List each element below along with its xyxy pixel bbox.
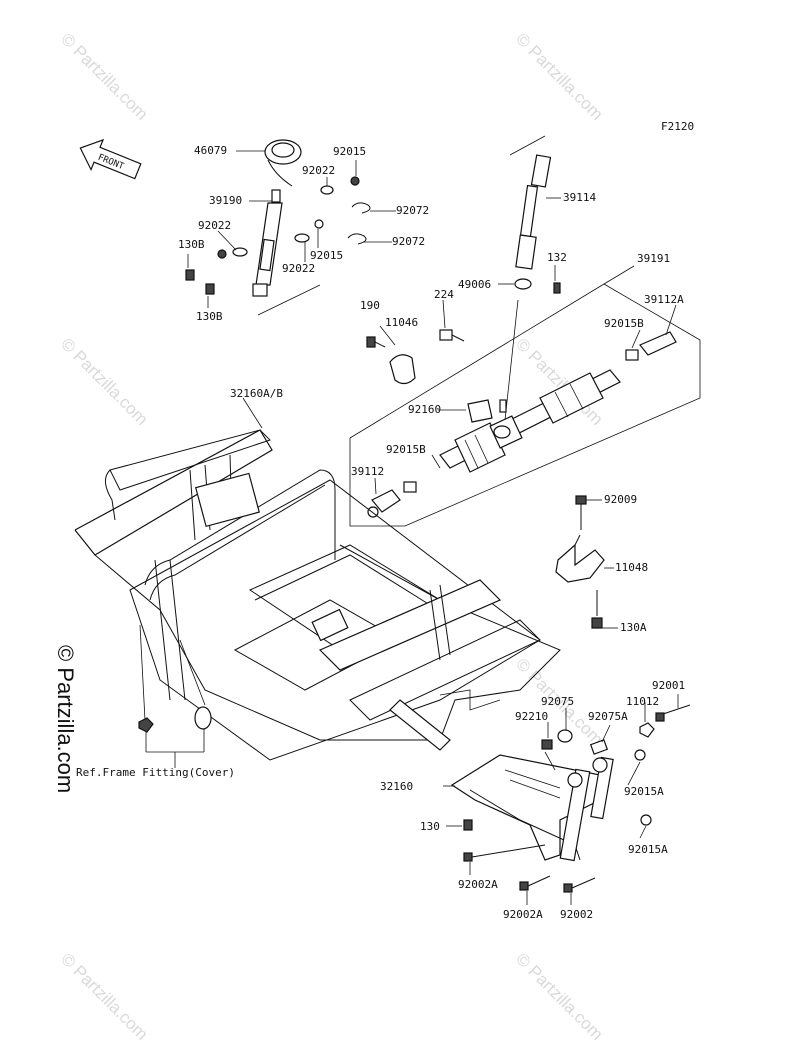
figure-code: F2120 (661, 120, 694, 133)
label-132: 132 (547, 251, 567, 264)
label-92002a-a: 92002A (458, 878, 498, 891)
label-46079: 46079 (194, 144, 227, 157)
label-39112a: 39112A (644, 293, 684, 306)
label-11046: 11046 (385, 316, 418, 329)
label-32160ab: 32160A/B (230, 387, 283, 400)
label-92022-a: 92022 (302, 164, 335, 177)
label-130: 130 (420, 820, 440, 833)
label-49006: 49006 (458, 278, 491, 291)
label-39191: 39191 (637, 252, 670, 265)
label-92210: 92210 (515, 710, 548, 723)
watermarks: © Partzilla.com © Partzilla.com © Partzi… (57, 29, 606, 1043)
steering-column-group (185, 139, 396, 316)
watermark-1: © Partzilla.com (57, 29, 151, 123)
rack-pinion-group (349, 265, 701, 527)
label-130b-b: 130B (196, 310, 223, 323)
label-39114: 39114 (563, 191, 596, 204)
label-92022-b: 92022 (198, 219, 231, 232)
side-watermark: © Partzilla.com (53, 645, 78, 793)
label-92160: 92160 (408, 403, 441, 416)
label-92022-c: 92022 (282, 262, 315, 275)
ref-note: Ref.Frame Fitting(Cover) (76, 766, 235, 779)
label-92015b-b: 92015B (386, 443, 426, 456)
watermark-7: © Partzilla.com (512, 949, 606, 1043)
steering-shaft-group (498, 135, 561, 294)
label-92075a: 92075A (588, 710, 628, 723)
main-frame (74, 397, 561, 768)
label-92002a-b: 92002A (503, 908, 543, 921)
label-130a: 130A (620, 621, 647, 634)
label-39112: 39112 (351, 465, 384, 478)
label-92001: 92001 (652, 679, 685, 692)
bracket-11048-group (555, 495, 618, 629)
label-92009: 92009 (604, 493, 637, 506)
label-224: 224 (434, 288, 454, 301)
front-arrow-icon: FRONT (79, 138, 142, 180)
label-32160: 32160 (380, 780, 413, 793)
watermark-3: © Partzilla.com (57, 334, 151, 428)
label-130b-a: 130B (178, 238, 205, 251)
part-labels: 46079 92015 92022 39190 92072 92022 9207… (76, 144, 685, 921)
watermark-2: © Partzilla.com (512, 29, 606, 123)
label-92015a-b: 92015A (628, 843, 668, 856)
label-92072-a: 92072 (396, 204, 429, 217)
label-92075: 92075 (541, 695, 574, 708)
label-92015-mid: 92015 (310, 249, 343, 262)
label-39190: 39190 (209, 194, 242, 207)
label-92072-b: 92072 (392, 235, 425, 248)
label-92015a-a: 92015A (624, 785, 664, 798)
lower-bracket-group (443, 694, 691, 905)
watermark-6: © Partzilla.com (57, 949, 151, 1043)
label-190: 190 (360, 299, 380, 312)
label-11012: 11012 (626, 695, 659, 708)
label-92015b-a: 92015B (604, 317, 644, 330)
label-92002: 92002 (560, 908, 593, 921)
label-11048: 11048 (615, 561, 648, 574)
label-92015-top: 92015 (333, 145, 366, 158)
